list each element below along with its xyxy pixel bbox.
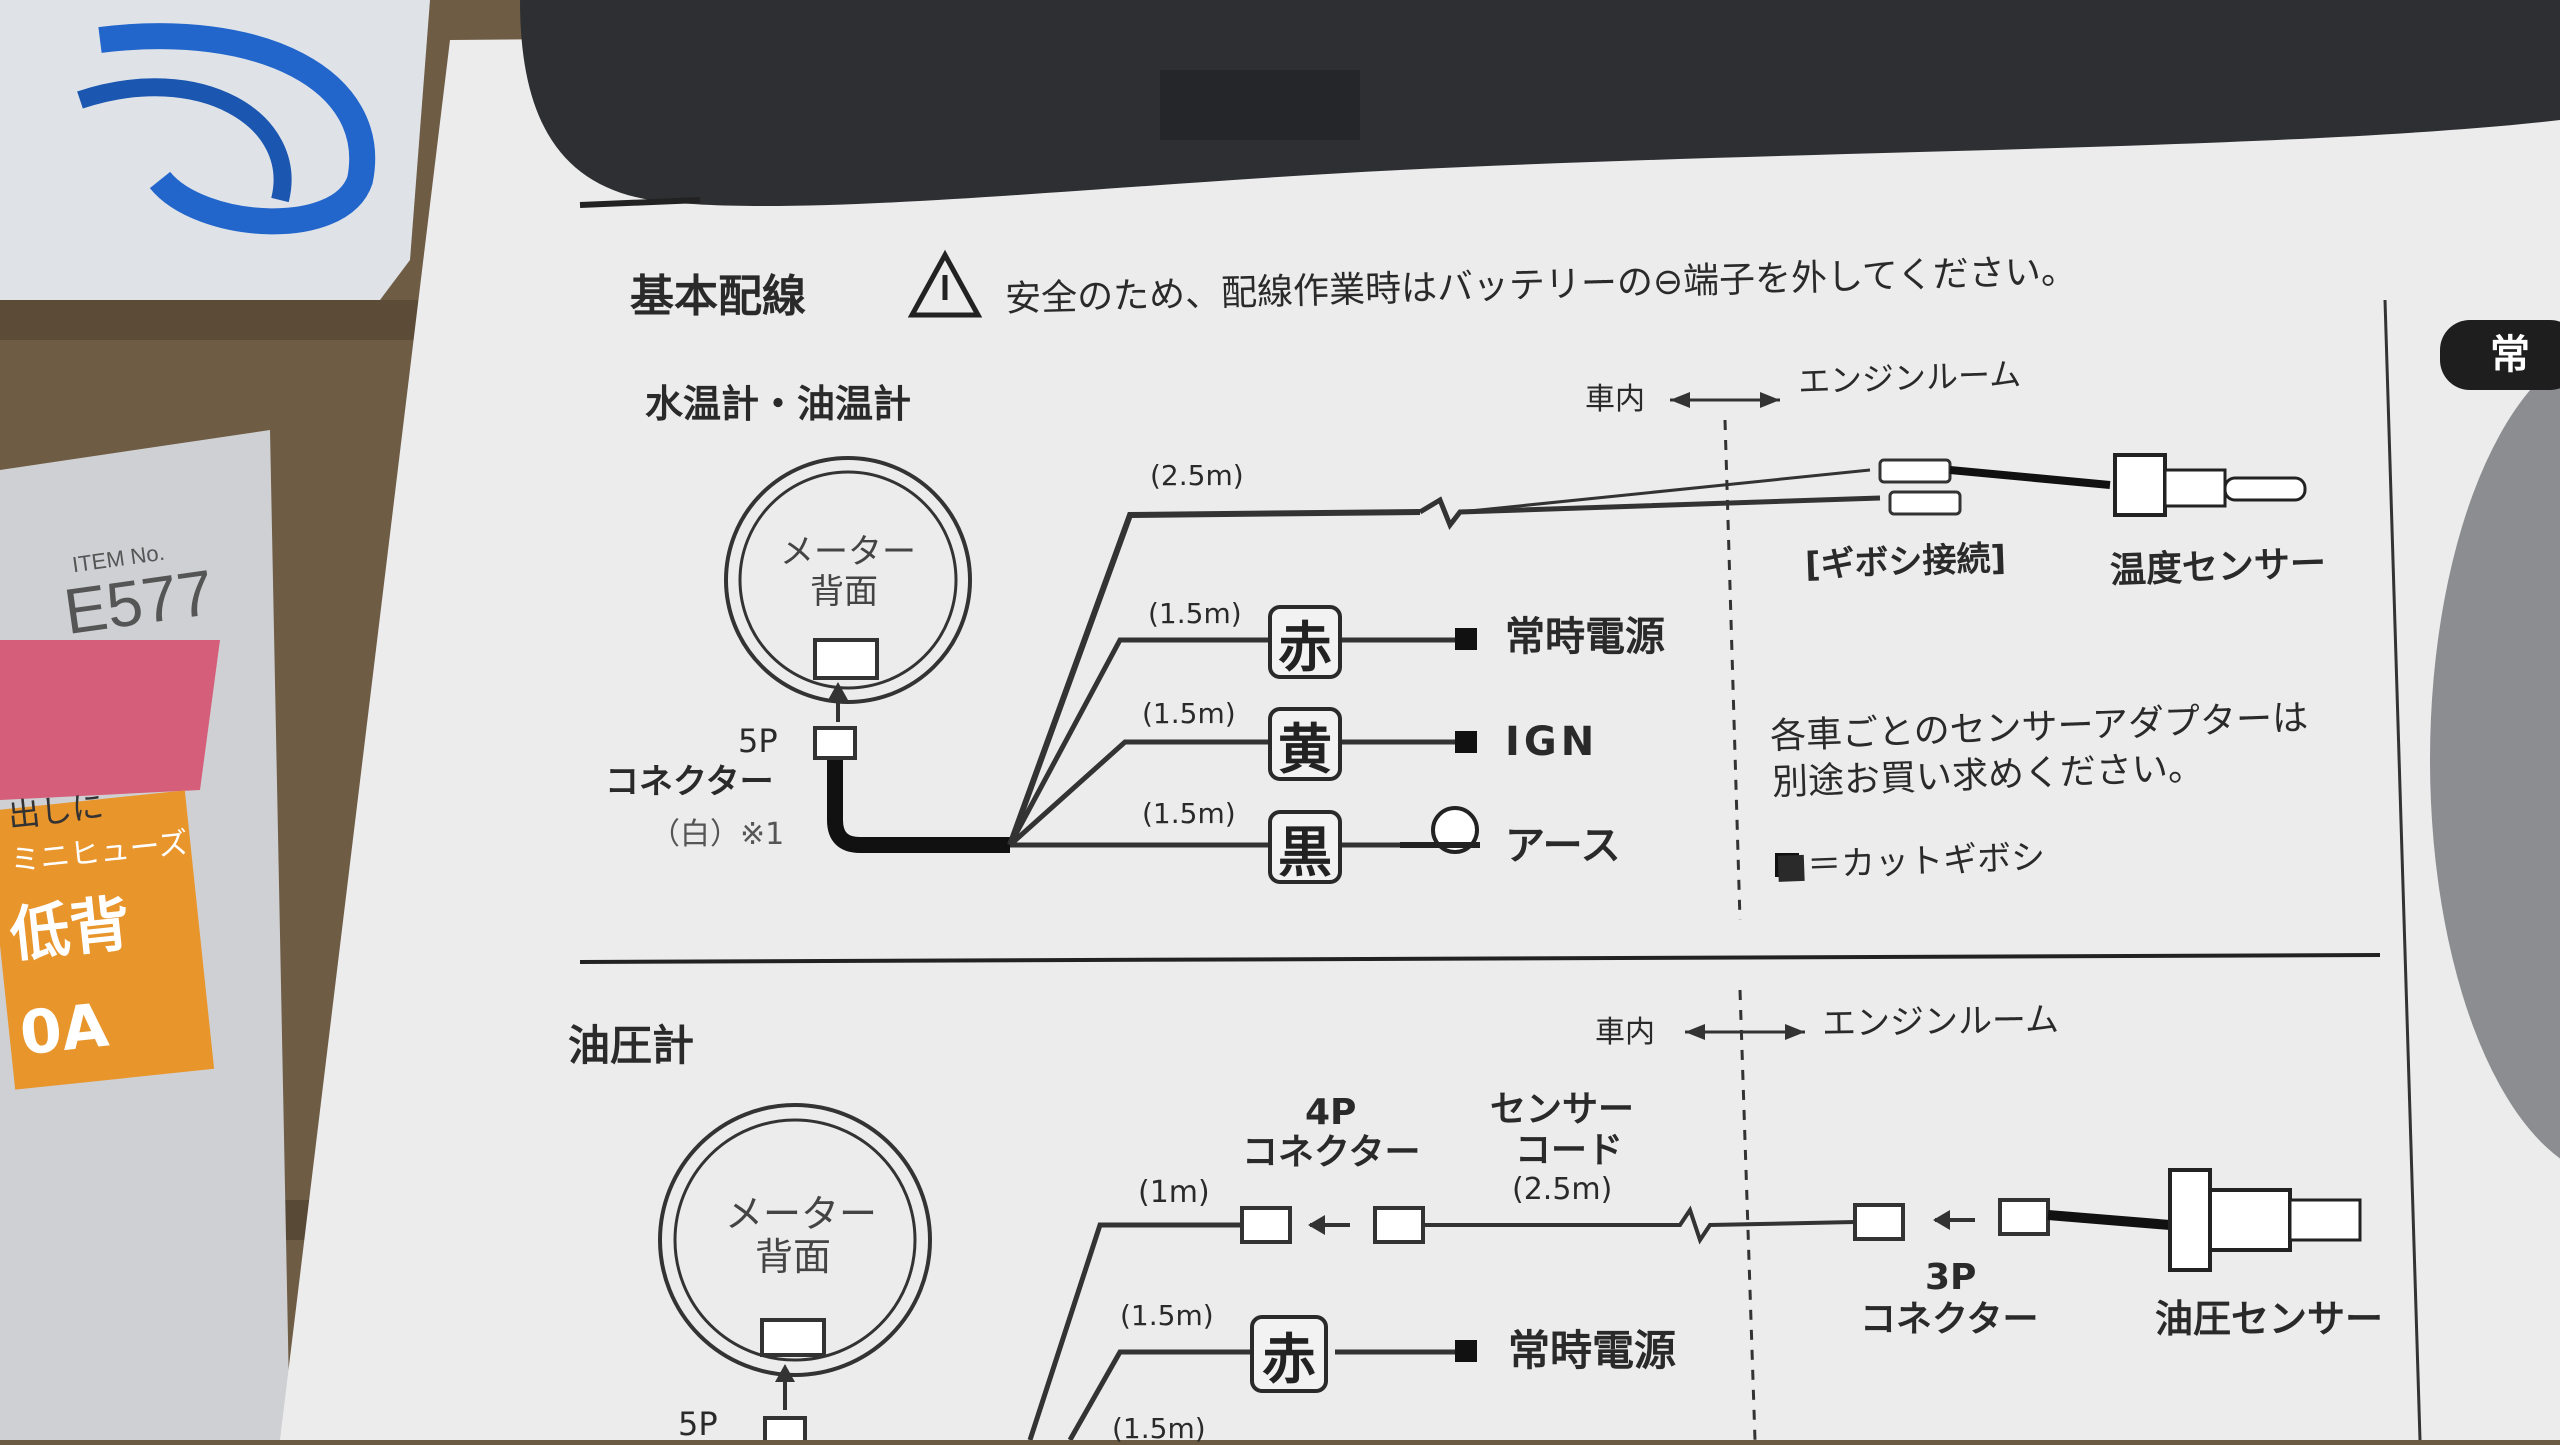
- wire1-length: (1.5m): [1148, 597, 1242, 630]
- package-line4: 0A: [16, 990, 112, 1070]
- package-line1: 出しに: [6, 787, 106, 835]
- meter2-line1: メーター: [725, 1192, 878, 1236]
- wire2-length: (1.5m): [1142, 697, 1236, 730]
- section2-title: 油圧計: [568, 1021, 695, 1070]
- section2-wire1-length: (1.5m): [1120, 1299, 1214, 1332]
- section1-zone-inside: 車内: [1585, 382, 1645, 417]
- right-tab-label: 常: [2490, 332, 2530, 378]
- wire2-dest: IGN: [1505, 719, 1599, 765]
- section2-wire-color-red-box: 赤: [1250, 1315, 1328, 1393]
- wire1-dest: 常時電源: [1505, 614, 1665, 660]
- connector4p-label2: コネクター: [1242, 1132, 1421, 1173]
- connector2-label: 5P: [678, 1405, 718, 1443]
- warning-icon: [907, 249, 983, 318]
- checker-pattern: [0, 640, 220, 800]
- cable-length-1m: (1m): [1138, 1175, 1210, 1210]
- right-tab: [2440, 320, 2560, 390]
- connector1-label3: （白）※1: [650, 817, 785, 852]
- gauge-pod: [520, 0, 2560, 207]
- meter1-line1: メーター: [780, 532, 916, 572]
- connector3p-label2: コネクター: [1860, 1299, 2039, 1340]
- meter1-line2: 背面: [810, 572, 878, 612]
- temperature-sensor-icon: [2113, 453, 2167, 517]
- cut-gibosi-symbol: [1775, 853, 1799, 877]
- minus-terminal-icon: ⊖: [1652, 261, 1684, 304]
- gibosi-label: [ギボシ接続]: [1804, 538, 2007, 586]
- wire-color-black-box: 黒: [1268, 810, 1342, 884]
- wire3-length: (1.5m): [1142, 797, 1236, 830]
- oil-pressure-sensor-label: 油圧センサー: [2155, 1297, 2384, 1341]
- section-divider: [579, 953, 2381, 964]
- connector-4p-female: [1373, 1206, 1425, 1244]
- meter-back-1: [724, 456, 972, 704]
- section2-zone-inside: 車内: [1595, 1015, 1655, 1050]
- meter2-line2: 背面: [755, 1235, 832, 1279]
- sensor-cord-length: (2.5m): [1512, 1172, 1613, 1207]
- instruction-sheet: [280, 20, 2560, 1440]
- connector1-label2: コネクター: [605, 762, 774, 802]
- oil-pressure-sensor-icon: [2168, 1168, 2212, 1272]
- section2-zone-engine: エンジンルーム: [1821, 999, 2060, 1045]
- connector4p-label1: 4P: [1305, 1092, 1357, 1133]
- legend-cut-gibosi: ■＝カットギボシ: [1774, 837, 2046, 887]
- gray-object: [2430, 361, 2560, 1159]
- wire3-dest: アース: [1505, 823, 1621, 869]
- section1-zone-engine: エンジンルーム: [1797, 355, 2022, 401]
- sensor-cord-label2: コード: [1515, 1130, 1624, 1171]
- sensor-cord-label1: センサー: [1490, 1089, 1635, 1130]
- connector-3p-male: [1998, 1198, 2050, 1236]
- section2-wire2-length: (1.5m): [1112, 1412, 1206, 1445]
- temperature-sensor-label: 温度センサー: [2109, 543, 2327, 592]
- connector-5p-1: [813, 726, 857, 760]
- sensor-cable-length: (2.5m): [1150, 459, 1244, 492]
- connector-4p-male: [1240, 1206, 1292, 1244]
- connector-3p-female: [1853, 1203, 1905, 1241]
- connector1-label1: 5P: [738, 722, 778, 760]
- section2-wire1-dest: 常時電源: [1508, 1326, 1677, 1375]
- harness-1: [827, 760, 1010, 853]
- package-line3: 低背: [6, 888, 134, 972]
- connector3p-label1: 3P: [1925, 1257, 1977, 1298]
- section-title: 基本配線: [630, 271, 806, 322]
- wire-color-yellow-box: 黄: [1268, 707, 1342, 781]
- wire-color-red-box: 赤: [1268, 605, 1342, 679]
- meter-back-2: [658, 1103, 932, 1377]
- ground-screw-icon: [1431, 806, 1479, 854]
- section1-title: 水温計・油温計: [645, 382, 912, 426]
- blue-cable: [98, 23, 375, 235]
